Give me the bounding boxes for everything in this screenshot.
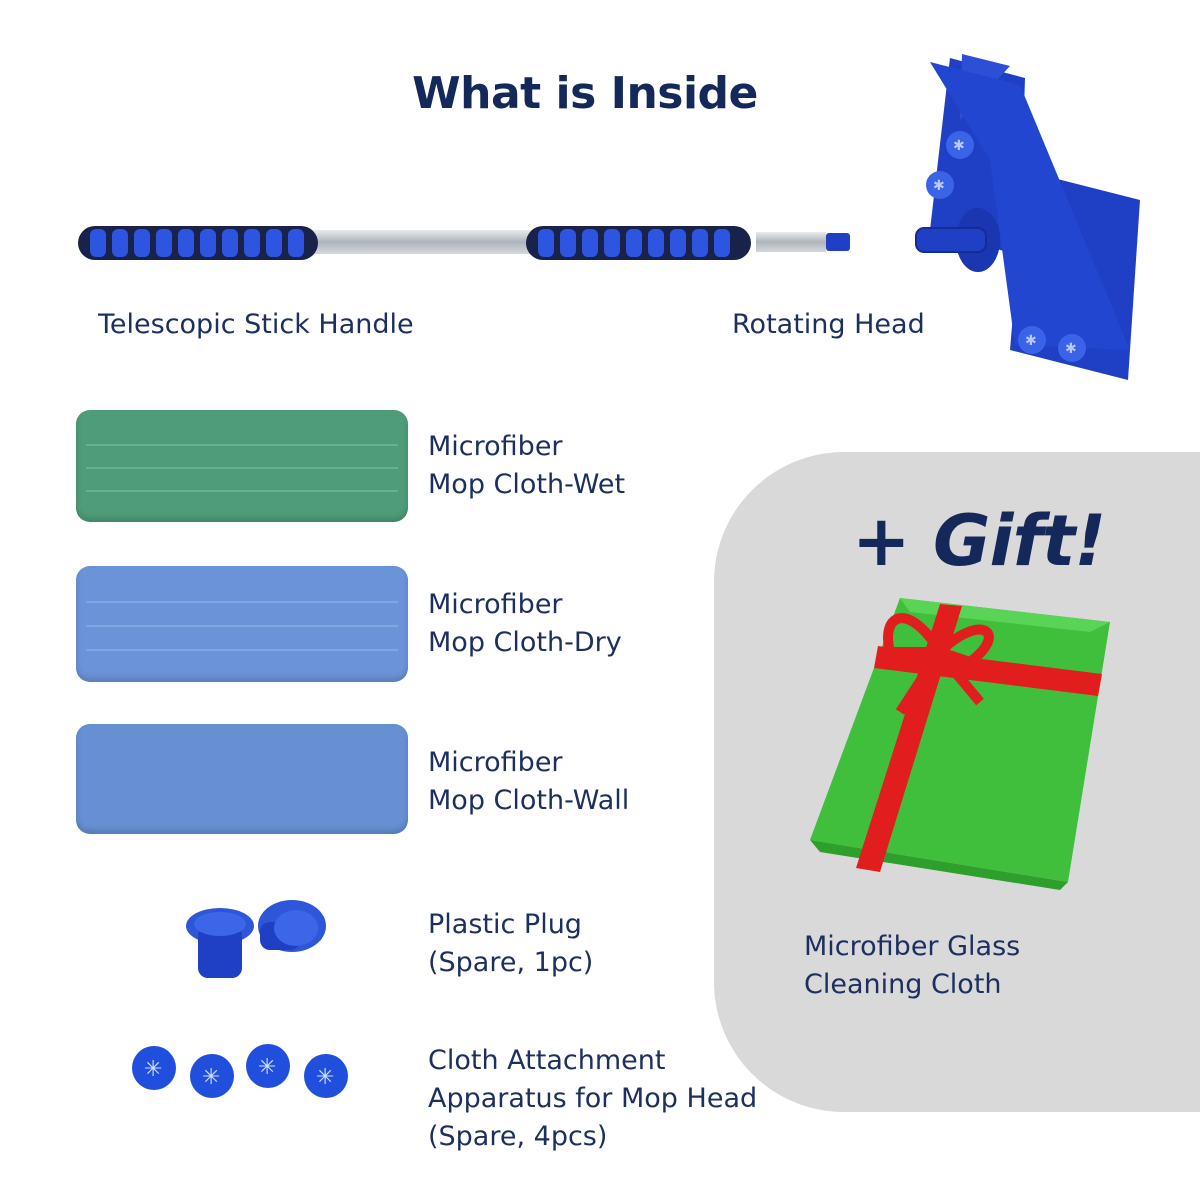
svg-text:✱: ✱ xyxy=(1065,341,1077,357)
gift-cloth-icon xyxy=(810,598,1110,890)
gift-badge: + Gift! xyxy=(852,500,1106,582)
svg-text:✳: ✳ xyxy=(258,1055,276,1080)
svg-text:✱: ✱ xyxy=(933,178,945,194)
cloth-dry-label: Microfiber Mop Cloth-Dry xyxy=(428,589,622,658)
cloth-wall-label: Microfiber Mop Cloth-Wall xyxy=(428,747,630,816)
svg-text:✱: ✱ xyxy=(1025,333,1037,349)
mop-cloth-dry-icon xyxy=(76,566,408,682)
page-title: What is Inside xyxy=(412,68,758,119)
attachment-disc-icon: ✳ ✳ ✳ ✳ xyxy=(132,1044,348,1098)
mop-cloth-wall-icon xyxy=(76,724,408,834)
svg-text:✳: ✳ xyxy=(202,1065,220,1090)
plug-label: Plastic Plug (Spare, 1pc) xyxy=(428,909,594,978)
cloth-wet-label: Microfiber Mop Cloth-Wet xyxy=(428,431,626,500)
handle-label: Telescopic Stick Handle xyxy=(98,309,414,340)
plastic-plug-icon xyxy=(186,900,326,978)
gift-label: Microfiber Glass Cleaning Cloth xyxy=(804,931,1021,1000)
mop-cloth-wet-icon xyxy=(76,410,408,522)
mop-handle-icon xyxy=(78,226,850,260)
svg-text:✳: ✳ xyxy=(316,1065,334,1090)
attachment-label: Cloth Attachment Apparatus for Mop Head … xyxy=(428,1045,758,1152)
svg-text:✳: ✳ xyxy=(144,1057,162,1082)
mop-head-icon: ✱ ✱ ✱ ✱ xyxy=(915,54,1140,380)
head-label: Rotating Head xyxy=(732,309,925,340)
svg-text:✱: ✱ xyxy=(953,138,965,154)
